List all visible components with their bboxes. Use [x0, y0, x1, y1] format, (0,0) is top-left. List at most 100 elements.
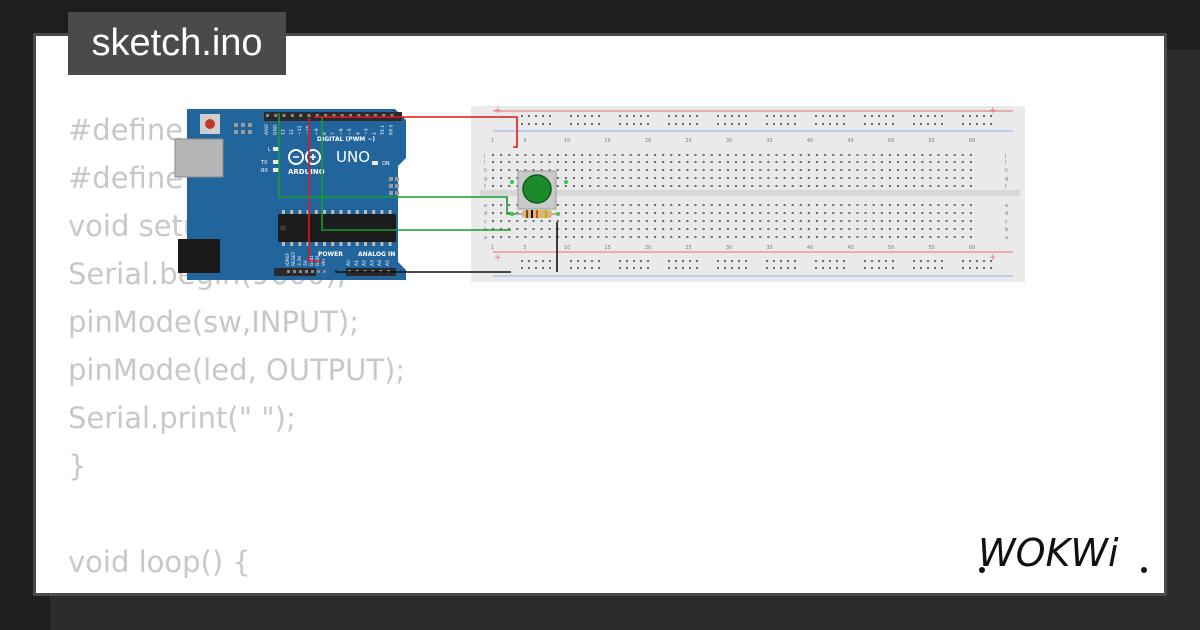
breadboard-hole: [751, 228, 754, 230]
breadboard-hole: [524, 220, 527, 222]
breadboard-hole: [937, 185, 940, 187]
breadboard-hole: [961, 228, 964, 230]
breadboard-hole: [945, 177, 948, 179]
breadboard-hole: [880, 154, 883, 156]
breadboard-hole: [605, 236, 608, 238]
breadboard-hole: [913, 161, 916, 163]
breadboard-hole: [694, 228, 697, 230]
chip-pin: [339, 242, 343, 246]
breadboard-hole: [589, 220, 592, 222]
breadboard-hole: [532, 236, 535, 238]
breadboard-hole: [581, 236, 584, 238]
red-wire-top[interactable]: [314, 116, 507, 118]
breadboard-hole: [897, 220, 899, 222]
breadboard-hole: [678, 228, 681, 230]
file-tab[interactable]: sketch.ino: [68, 12, 286, 75]
pin-label: ~5: [347, 128, 353, 135]
breadboard-hole: [678, 177, 681, 179]
resistor[interactable]: [516, 210, 558, 218]
breadboard-hole: [726, 177, 729, 179]
breadboard-hole: [969, 161, 972, 163]
rail-hole: [780, 123, 782, 125]
column-number: 35: [766, 245, 772, 251]
red-wire-5v[interactable]: [308, 118, 321, 262]
rail-hole: [983, 123, 985, 125]
rail-hole: [843, 260, 845, 262]
breadboard-hole: [929, 154, 932, 156]
push-button-cap-icon: [522, 174, 552, 204]
rail-hole: [983, 115, 985, 117]
column-number: 25: [685, 138, 691, 144]
header-pin: [357, 114, 361, 117]
breadboard-hole: [880, 236, 883, 238]
column-number: 5: [523, 245, 526, 251]
red-wire-rail[interactable]: [507, 116, 518, 148]
rail-hole: [731, 115, 733, 117]
breadboard-hole: [629, 154, 632, 156]
breadboard-hole: [500, 212, 503, 214]
code-line: }: [68, 449, 87, 483]
resistor-band: [531, 210, 533, 218]
breadboard-hole: [686, 204, 689, 206]
rail-hole: [619, 260, 621, 262]
column-number: 60: [969, 245, 975, 251]
breadboard-hole: [751, 169, 754, 171]
green-wire-switch[interactable]: [321, 117, 511, 231]
push-button[interactable]: [510, 170, 568, 216]
breadboard-hole: [597, 228, 600, 230]
breadboard-hole: [856, 204, 859, 206]
breadboard-hole: [775, 161, 778, 163]
pin-dot: [510, 180, 514, 184]
breadboard-hole: [937, 204, 940, 206]
breadboard-hole: [856, 161, 859, 163]
breadboard-hole: [969, 177, 972, 179]
breadboard-hole: [807, 212, 810, 214]
breadboard-hole: [945, 236, 948, 238]
breadboard-hole: [492, 204, 494, 206]
rail-hole: [829, 267, 831, 269]
row-letter: e: [484, 203, 487, 209]
breadboard-hole: [913, 185, 916, 187]
breadboard-hole: [702, 220, 705, 222]
breadboard-hole: [897, 185, 899, 187]
chip-notch: [280, 225, 286, 231]
analog-label: ANALOG IN: [358, 251, 395, 258]
breadboard-hole: [654, 212, 656, 214]
rail-hole: [969, 267, 971, 269]
breadboard-hole: [816, 154, 818, 156]
column-number: 30: [726, 245, 732, 251]
breadboard-hole: [702, 177, 705, 179]
rail-hole: [633, 260, 635, 262]
icsp-pin: [234, 123, 238, 127]
column-number: 20: [645, 138, 651, 144]
breadboard-hole: [751, 161, 754, 163]
breadboard-hole: [921, 185, 924, 187]
breadboard-hole: [783, 236, 786, 238]
rail-hole: [570, 260, 572, 262]
breadboard-hole: [637, 220, 640, 222]
breadboard-hole: [621, 169, 624, 171]
breadboard-hole: [556, 177, 559, 179]
breadboard-hole: [662, 220, 665, 222]
pin-dot: [564, 180, 568, 184]
icsp-pin: [248, 130, 252, 134]
rail-hole: [920, 115, 922, 117]
breadboard-hole: [702, 161, 705, 163]
wokwi-logo: WOKWi: [978, 531, 1147, 575]
breadboard-hole: [905, 154, 908, 156]
breadboard-hole: [564, 154, 567, 156]
breadboard-hole: [945, 161, 948, 163]
breadboard-hole: [905, 169, 908, 171]
breadboard-hole: [832, 177, 835, 179]
breadboard-hole: [605, 185, 608, 187]
breadboard-hole: [702, 185, 705, 187]
breadboard-hole: [961, 169, 964, 171]
breadboard-hole: [921, 236, 924, 238]
icsp-pin: [241, 123, 245, 127]
breadboard-hole: [880, 185, 883, 187]
black-wire-gnd[interactable]: [335, 270, 511, 273]
